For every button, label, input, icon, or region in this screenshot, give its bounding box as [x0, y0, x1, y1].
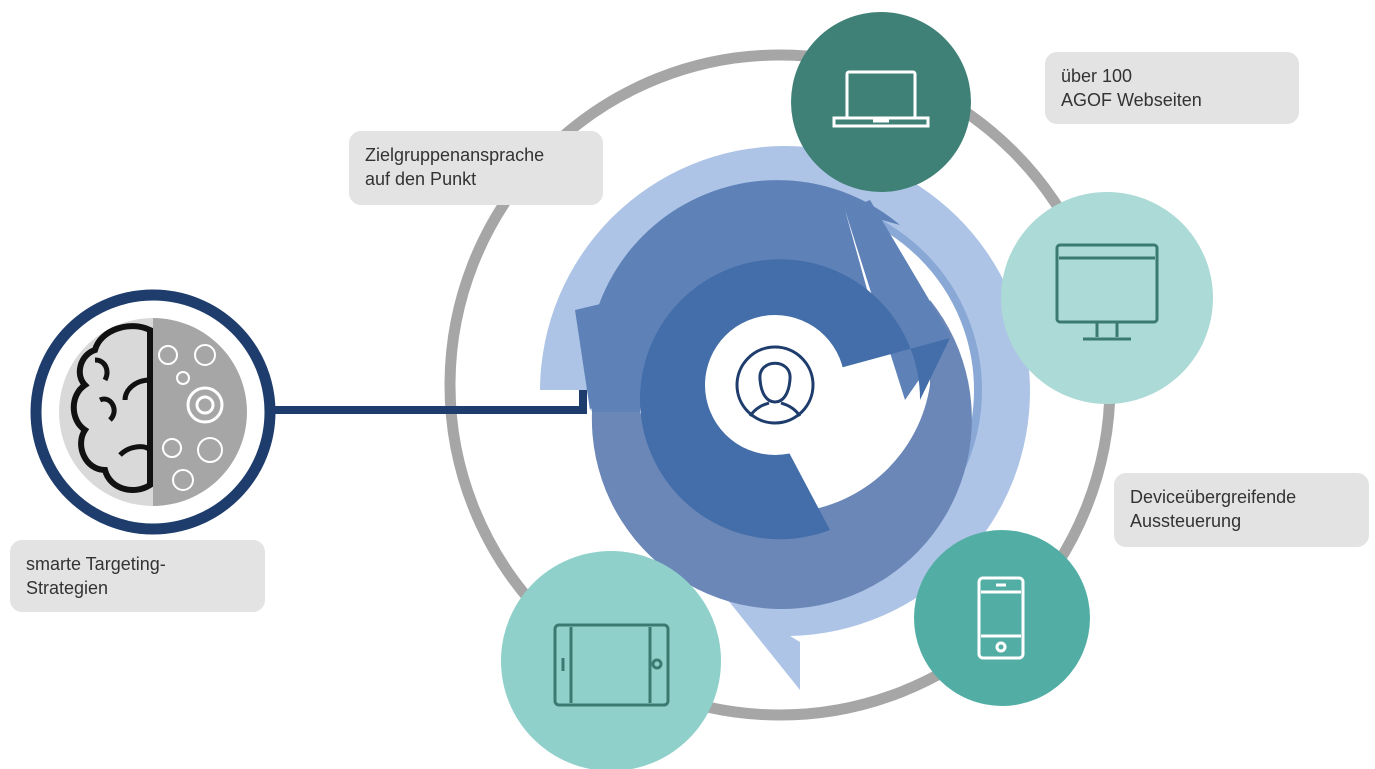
connector-line	[270, 390, 587, 414]
smartphone-icon	[977, 576, 1025, 660]
inner-cycle-arrow	[640, 259, 950, 540]
monitor-icon	[1055, 243, 1159, 341]
brain-node	[30, 289, 276, 535]
label-zielgruppe-line-2: auf den Punkt	[365, 169, 477, 189]
label-targeting: smarte Targeting- Strategien	[10, 540, 265, 612]
monitor-node	[1001, 192, 1213, 404]
label-targeting-line-1: smarte Targeting-	[26, 554, 166, 574]
label-device-line-1: Deviceübergreifende	[1130, 487, 1297, 507]
label-zielgruppe-line-1: Zielgruppenansprache	[365, 145, 545, 165]
label-agof: über 100 AGOF Webseiten	[1045, 52, 1299, 124]
laptop-icon	[832, 70, 930, 128]
label-targeting-line-2: Strategien	[26, 578, 109, 598]
label-zielgruppe: Zielgruppenansprache auf den Punkt	[349, 131, 603, 205]
smartphone-node	[914, 530, 1090, 706]
laptop-node	[791, 12, 971, 192]
user-icon	[735, 345, 815, 425]
tablet-node	[501, 551, 721, 769]
label-device-line-2: Aussteuerung	[1130, 511, 1242, 531]
brain-gears-icon	[70, 323, 224, 493]
label-device: Deviceübergreifende Aussteuerung	[1114, 473, 1369, 547]
label-agof-line-1: über 100	[1061, 66, 1133, 86]
label-agof-line-2: AGOF Webseiten	[1061, 90, 1202, 110]
tablet-icon	[553, 623, 670, 707]
center-user-node	[705, 315, 845, 455]
